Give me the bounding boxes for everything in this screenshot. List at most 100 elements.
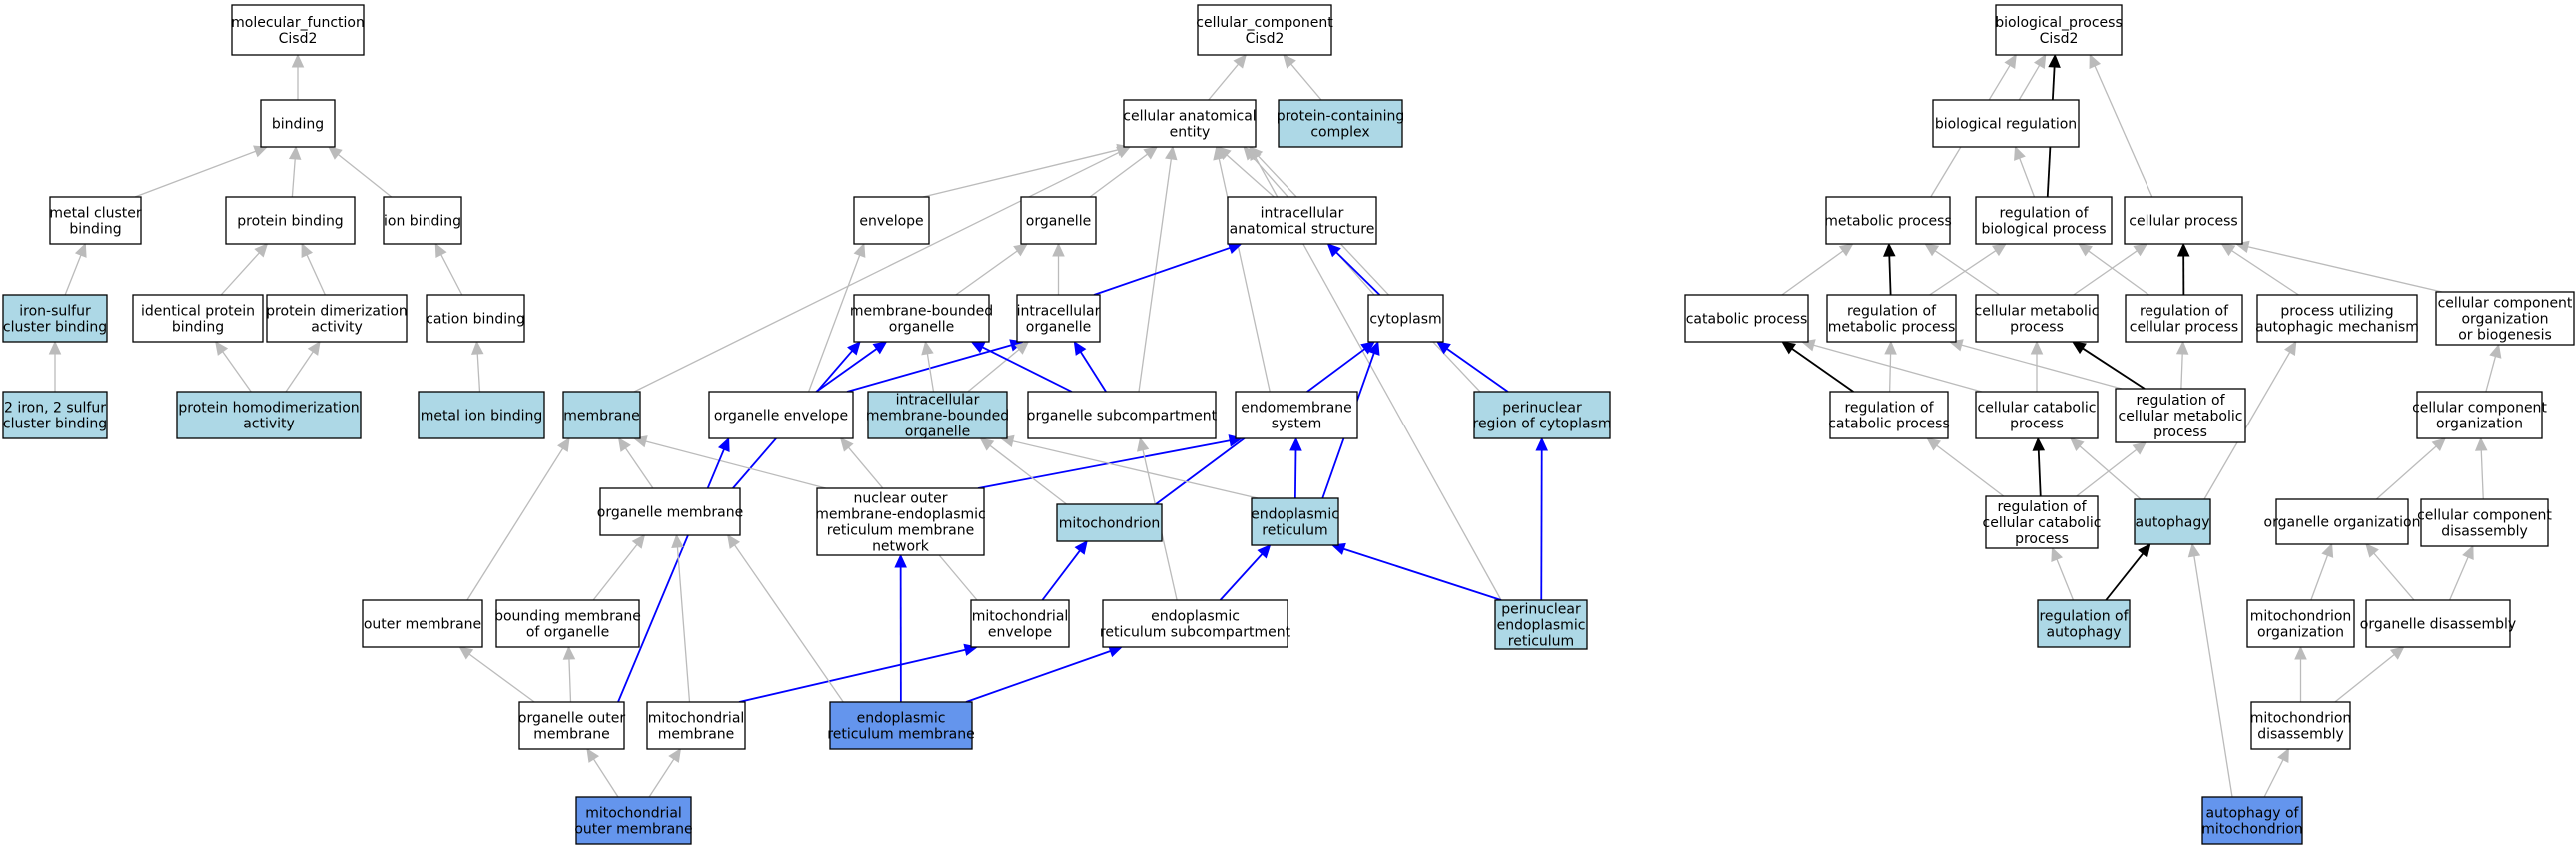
term-node-organelle-subcompartment[interactable]: organelle subcompartment — [1027, 391, 1218, 439]
term-node-autophagy[interactable]: autophagy — [2134, 498, 2211, 545]
term-box — [1985, 495, 2099, 549]
term-label: protein-containing — [1277, 109, 1404, 125]
term-box — [2246, 599, 2355, 648]
term-node-organelle[interactable]: organelle — [1020, 196, 1097, 245]
term-node-outer-membrane[interactable]: outer membrane — [362, 599, 483, 648]
term-node-cation-binding[interactable]: cation binding — [426, 294, 525, 343]
edge-line — [1934, 250, 2001, 296]
term-node-metabolic-process[interactable]: metabolic process — [1824, 196, 1952, 245]
term-node-protein-binding[interactable]: protein binding — [225, 196, 356, 245]
edge-arrowhead — [617, 437, 631, 452]
edge-arrowhead — [291, 53, 305, 68]
term-node-organelle-disassembly[interactable]: organelle disassembly — [2360, 599, 2516, 648]
edge-is-a — [434, 242, 463, 296]
edge-is-a — [288, 145, 302, 198]
edge-regulates — [2176, 242, 2190, 296]
edge-arrowhead — [2389, 646, 2405, 660]
edge-line — [2018, 65, 2041, 101]
term-label: cytoplasm — [1369, 312, 1441, 328]
term-node-cytoplasm[interactable]: cytoplasm — [1367, 294, 1444, 343]
edge-is-a — [291, 53, 305, 100]
edge-is-a — [562, 645, 576, 703]
edge-line — [1929, 250, 1997, 296]
term-label: organelle organization — [2264, 515, 2421, 531]
term-box — [562, 391, 641, 439]
edge-arrowhead — [2004, 53, 2017, 69]
edge-line — [989, 444, 1067, 505]
edge-part-of — [965, 645, 1124, 703]
edge-arrowhead — [2321, 542, 2334, 558]
term-label: mitochondrion — [2201, 822, 2303, 838]
term-node-organelle-organization[interactable]: organelle organization — [2264, 498, 2421, 545]
term-node-membrane[interactable]: membrane — [562, 391, 641, 439]
edge-line — [808, 255, 861, 393]
term-label: network — [872, 539, 930, 555]
term-node-nuclear-outer-membrane-er-network[interactable]: nuclear outermembrane-endoplasmicreticul… — [815, 487, 986, 556]
term-node-metal-ion-binding[interactable]: metal ion binding — [418, 391, 545, 439]
term-node-biological-regulation[interactable]: biological regulation — [1932, 99, 2080, 148]
edge-line — [2193, 555, 2233, 798]
term-node-envelope[interactable]: envelope — [853, 196, 930, 245]
term-node-binding[interactable]: binding — [260, 99, 336, 148]
term-label: nuclear outer — [853, 491, 947, 507]
edge-arrowhead — [2277, 747, 2289, 763]
term-label: endoplasmic — [1497, 618, 1586, 634]
term-node-cellular-process[interactable]: cellular process — [2124, 196, 2243, 245]
term-box — [829, 701, 973, 750]
term-label: outer membrane — [364, 617, 481, 633]
term-node-ion-binding[interactable]: ion binding — [383, 196, 462, 245]
edge-arrowhead — [1013, 243, 1028, 257]
term-node-catabolic-process[interactable]: catabolic process — [1684, 294, 1809, 343]
term-node-organelle-envelope[interactable]: organelle envelope — [708, 391, 854, 439]
term-box — [495, 599, 640, 648]
edge-arrowhead — [2070, 437, 2085, 451]
term-label: system — [1272, 417, 1322, 432]
term-node-organelle-membrane[interactable]: organelle membrane — [597, 487, 743, 536]
term-node-mitochondrion[interactable]: mitochondrion — [1056, 503, 1163, 542]
edge-is-a — [2234, 240, 2443, 293]
edge-line — [337, 153, 393, 198]
